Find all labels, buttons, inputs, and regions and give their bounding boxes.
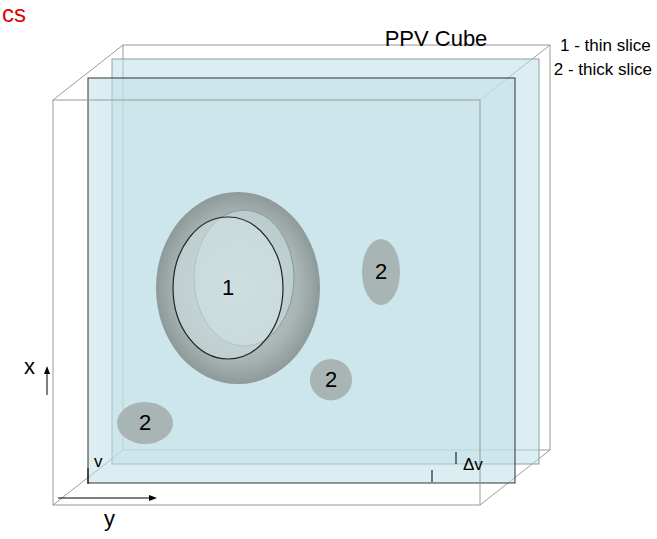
callout-number: 2 <box>325 369 337 391</box>
callout-number: 2 <box>139 412 151 434</box>
ellipse-shape <box>173 217 283 359</box>
thick-slice-ellipse: 2 <box>361 238 401 306</box>
thin-slice-ellipse: 1 <box>172 216 284 360</box>
v-tick <box>88 468 89 484</box>
axis-label: v <box>94 452 103 472</box>
delta-v-tick <box>432 470 433 482</box>
cube-front-face <box>53 100 480 505</box>
arrow-head <box>149 495 157 501</box>
thick-slice-ellipse: 2 <box>116 401 174 445</box>
ellipse-shape <box>310 359 352 400</box>
callout-number: 2 <box>375 261 387 283</box>
emission-ellipse <box>156 192 320 384</box>
axis-arrow <box>47 372 48 395</box>
arrow-head <box>44 366 50 374</box>
thick-slice-ellipse: 2 <box>309 358 353 401</box>
axis-label: Δv <box>463 455 483 475</box>
ellipse-shape <box>362 239 400 305</box>
legend-note: 1 - thin slice <box>560 36 651 56</box>
delta-v-tick <box>456 452 457 464</box>
legend-note: 2 - thick slice <box>554 60 652 80</box>
axis-arrow <box>58 498 150 499</box>
axis-label: x <box>24 354 35 380</box>
diagram-title: PPV Cube <box>385 26 488 52</box>
callout-number: 1 <box>222 277 234 299</box>
ellipse-shape <box>117 402 173 444</box>
cut-off-heading: cs <box>2 0 26 28</box>
axis-label: y <box>104 506 115 532</box>
slice-plane <box>88 78 515 483</box>
